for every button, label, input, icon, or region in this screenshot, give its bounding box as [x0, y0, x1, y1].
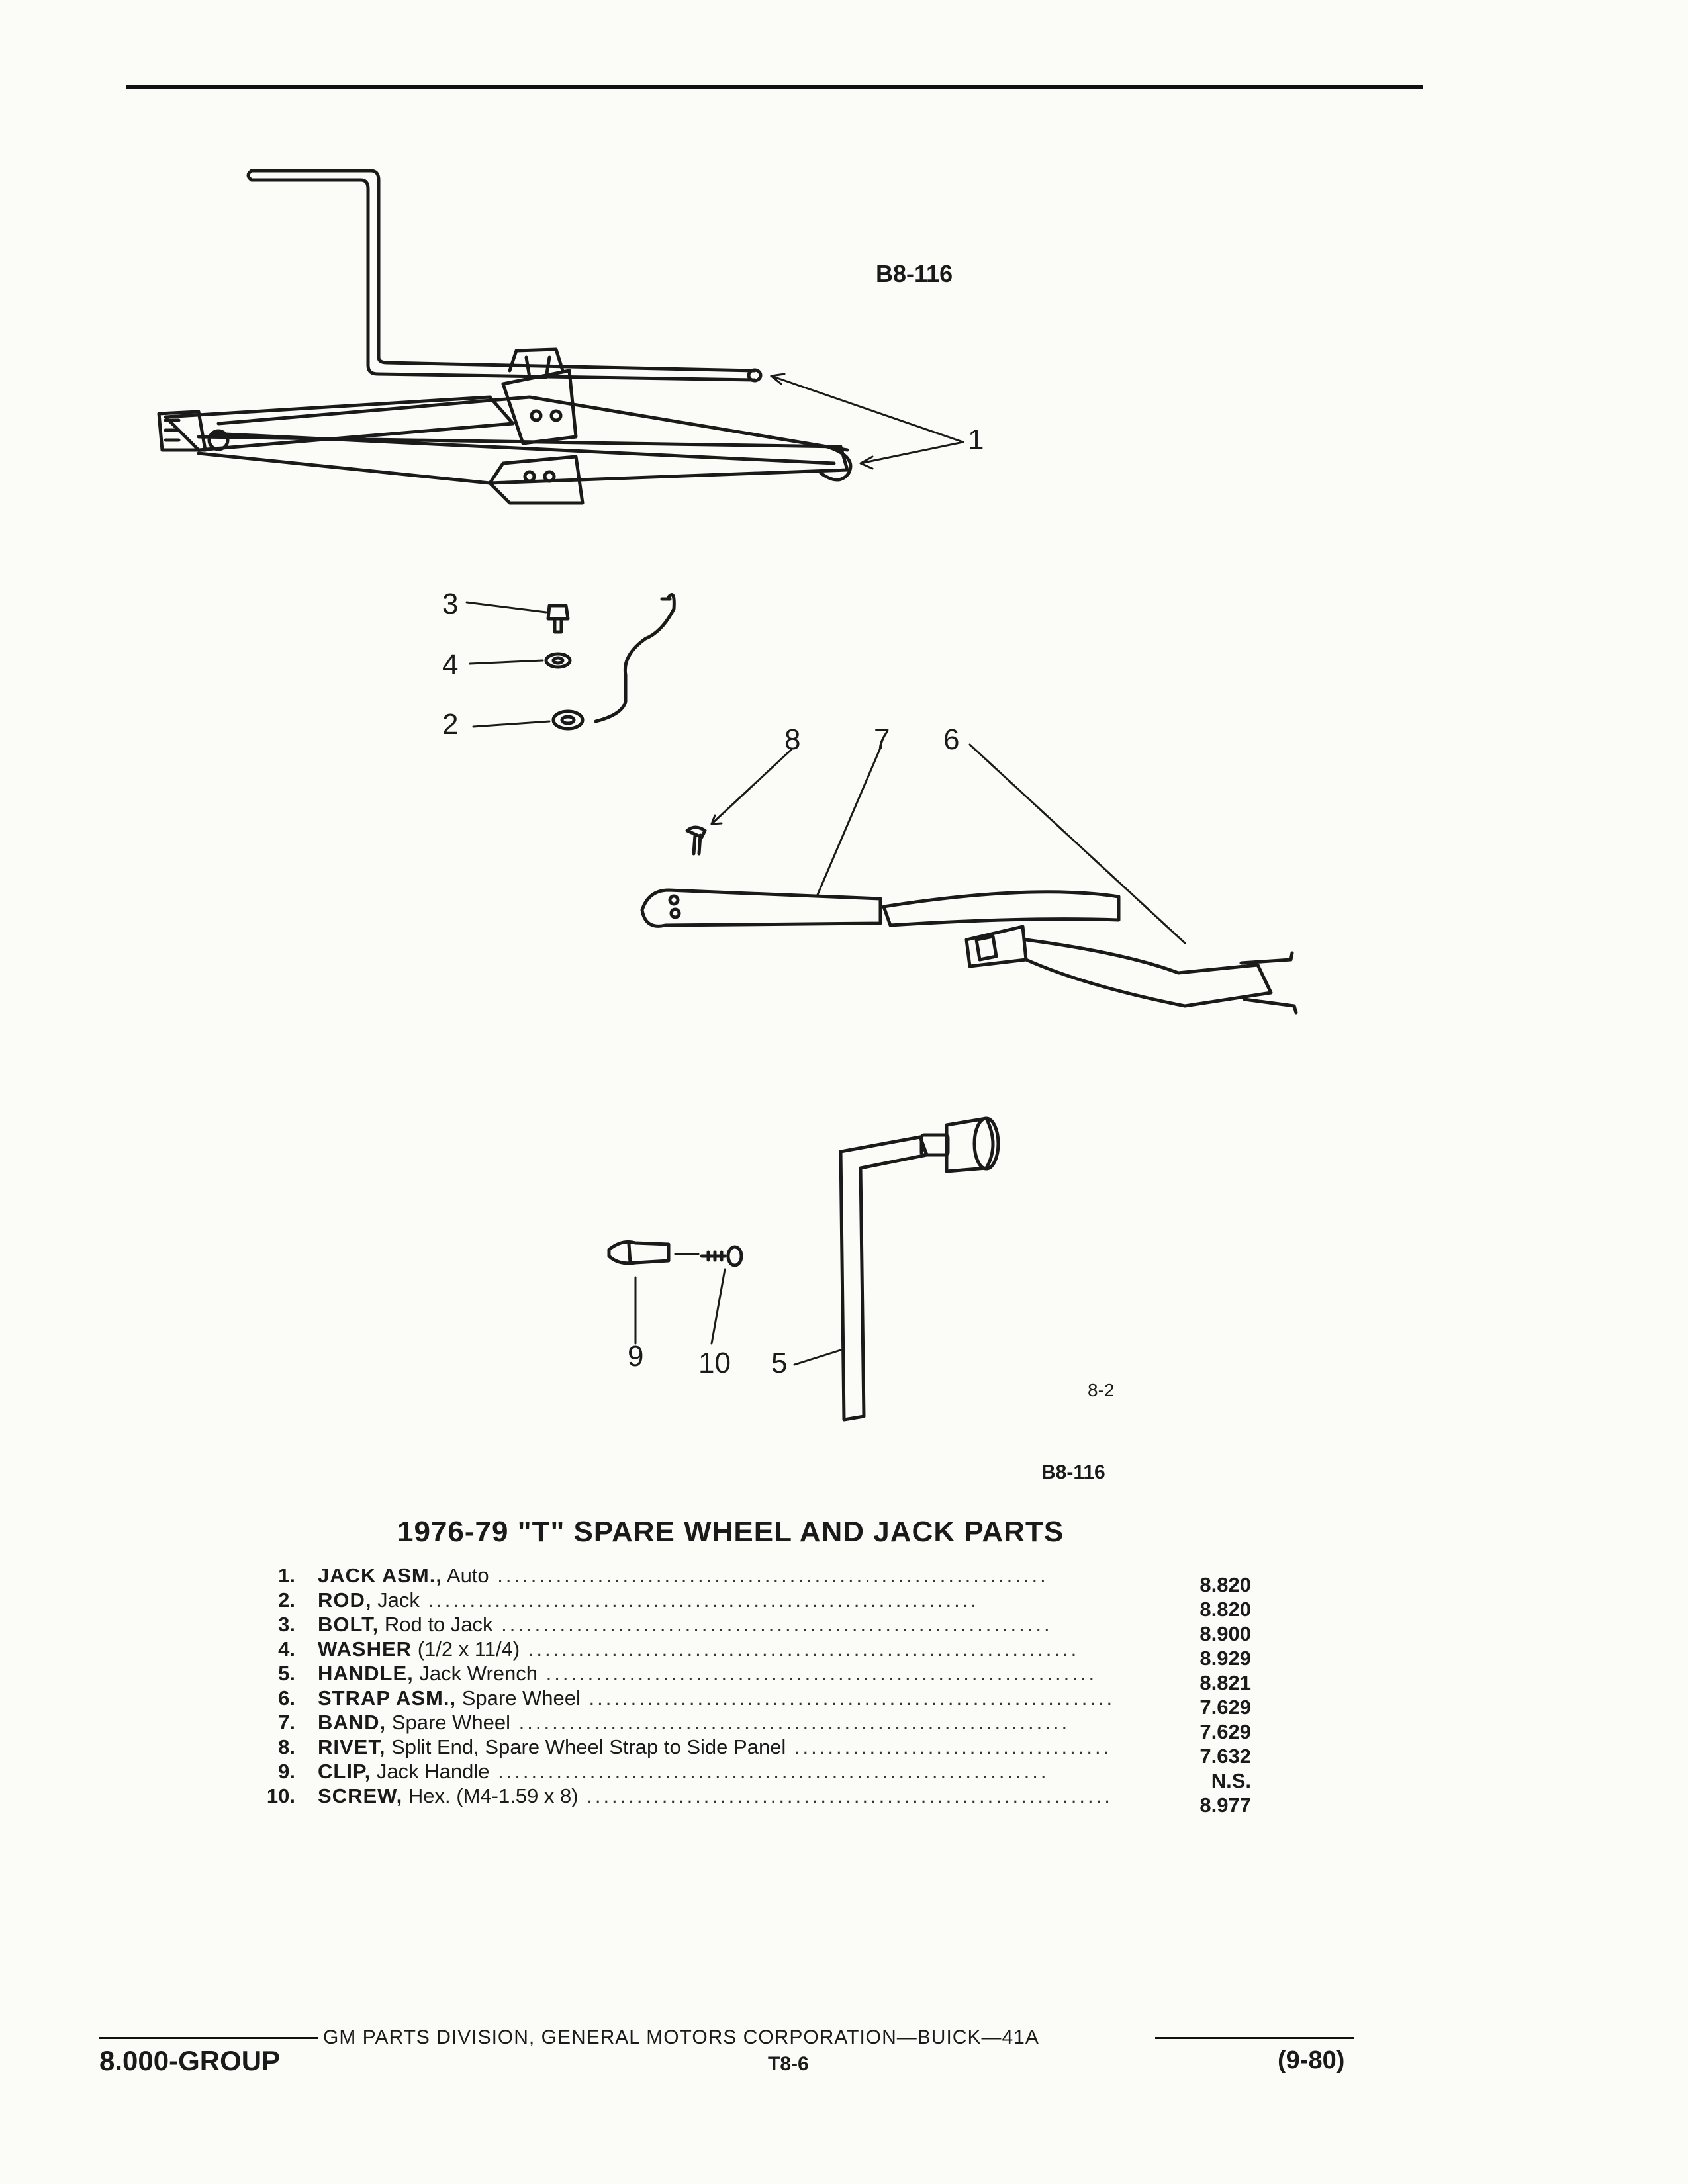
- callout-4: 4: [442, 649, 459, 681]
- parts-row: 4. WASHER (1/2 x 11/4) .................…: [278, 1637, 1251, 1670]
- strap-band-drawing: [640, 825, 1298, 1015]
- callout-5: 5: [771, 1347, 788, 1379]
- callout-10: 10: [698, 1347, 731, 1379]
- parts-row: 5. HANDLE, Jack Wrench .................…: [278, 1662, 1251, 1694]
- callout-8: 8: [784, 723, 801, 756]
- top-rule: [126, 85, 1423, 89]
- view-reference: 8-2: [1088, 1380, 1115, 1400]
- callout-2: 2: [442, 708, 459, 741]
- parts-row: 10. SCREW, Hex. (M4-1.59 x 8) ..........…: [266, 1784, 1251, 1817]
- clip-screw-drawing: [607, 1240, 743, 1267]
- jack-rod-drawing: [246, 169, 763, 383]
- leaders-6-7-8: [710, 743, 1186, 944]
- footer-rule-left: [99, 2037, 318, 2039]
- callout-6: 6: [943, 723, 960, 756]
- callout-1: 1: [968, 424, 984, 456]
- parts-row: 7. BAND, Spare Wheel ...................…: [278, 1711, 1251, 1743]
- scissor-jack-drawing: [157, 347, 853, 505]
- publisher-line: GM PARTS DIVISION, GENERAL MOTORS CORPOR…: [323, 2026, 1039, 2048]
- leader-5: [793, 1349, 842, 1366]
- leaders-9-10: [634, 1253, 726, 1345]
- parts-row: 3. BOLT, Rod to Jack ...................…: [278, 1613, 1251, 1645]
- parts-row: 2. ROD, Jack ...........................…: [278, 1588, 1251, 1621]
- figure-id-top: B8-116: [876, 260, 953, 287]
- handle-drawing: [839, 1116, 1000, 1422]
- parts-row: 6. STRAP ASM., Spare Wheel .............…: [278, 1686, 1251, 1719]
- parts-row: 8. RIVET, Split End, Spare Wheel Strap t…: [278, 1735, 1251, 1768]
- revision-date: (9-80): [1278, 2046, 1345, 2074]
- callout-3: 3: [442, 588, 459, 620]
- parts-list: 1. JACK ASM., Auto .....................…: [258, 1563, 1251, 1817]
- leader-1: [770, 373, 964, 470]
- callout-9: 9: [628, 1340, 644, 1373]
- rod-bolt-washer-drawing: [544, 593, 676, 731]
- parts-row: 9. CLIP, Jack Handle ...................…: [278, 1760, 1251, 1792]
- footer-rule-right: [1155, 2037, 1354, 2039]
- parts-row: 1. JACK ASM., Auto .....................…: [278, 1564, 1251, 1596]
- page-code: T8-6: [768, 2053, 809, 2075]
- group-label: 8.000-GROUP: [99, 2045, 281, 2076]
- figure-id-bottom: B8-116: [1041, 1461, 1105, 1483]
- leaders-2-3-4: [465, 601, 551, 728]
- callout-7: 7: [874, 723, 890, 756]
- section-title: 1976-79 "T" SPARE WHEEL AND JACK PARTS: [397, 1516, 1064, 1548]
